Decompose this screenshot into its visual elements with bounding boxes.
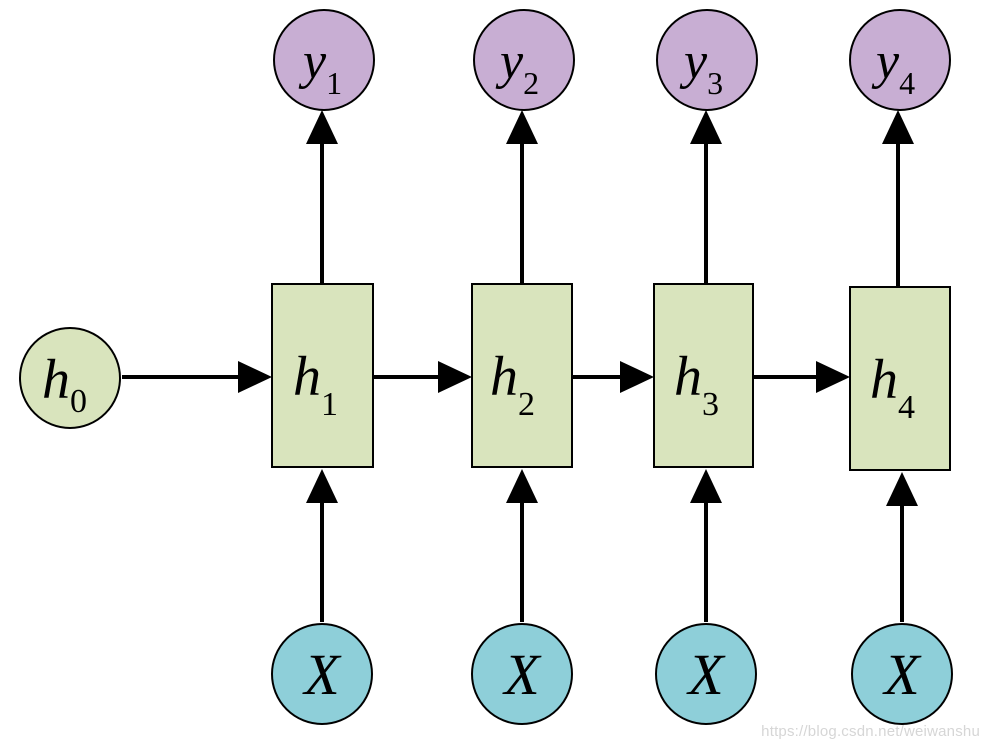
hidden-subscript-1: 1 [321, 386, 338, 423]
initial-state-circle [19, 327, 121, 429]
arrowhead-x3-h3 [690, 469, 722, 503]
initial-state-symbol: h [42, 349, 70, 411]
hidden-subscript-2: 2 [518, 386, 535, 423]
output-label-3: y3 [679, 33, 723, 101]
hidden-label-3: h3 [674, 346, 719, 423]
arrowhead-h4-y4 [882, 110, 914, 144]
output-subscript-4: 4 [899, 65, 915, 101]
initial-state-subscript: 0 [70, 383, 87, 420]
outputs: y1 y2 y3 y4 [273, 9, 951, 111]
output-circle-3 [656, 9, 758, 111]
hidden-states: h1 h2 h3 h4 [271, 283, 951, 471]
initial-state-label: h0 [42, 349, 87, 420]
watermark-url: https://blog.csdn.net/weiwanshu [761, 723, 980, 740]
input-node-4: X [851, 623, 953, 725]
hidden-box-2 [471, 283, 573, 468]
input-label-1: X [302, 642, 342, 707]
arrowhead-h3-y3 [690, 110, 722, 144]
input-circle-2 [471, 623, 573, 725]
output-symbol-4: y [871, 33, 900, 90]
hidden-label-4: h4 [870, 349, 915, 426]
output-node-3: y3 [656, 9, 758, 111]
hidden-node-3: h3 [653, 283, 754, 468]
output-symbol-2: y [495, 33, 524, 90]
output-node-4: y4 [849, 9, 951, 111]
hidden-subscript-3: 3 [702, 386, 719, 423]
hidden-label-1: h1 [293, 346, 338, 423]
arrowhead-h0-h1 [238, 361, 272, 393]
input-label-3: X [686, 642, 726, 707]
inputs: X X X X [271, 623, 953, 725]
hidden-box-1 [271, 283, 374, 468]
arrowhead-x1-h1 [306, 469, 338, 503]
arrowhead-h2-h3 [620, 361, 654, 393]
output-circle-2 [473, 9, 575, 111]
output-subscript-3: 3 [707, 65, 723, 101]
hidden-node-4: h4 [849, 286, 951, 471]
arrowhead-h3-h4 [816, 361, 850, 393]
input-circle-3 [655, 623, 757, 725]
output-label-2: y2 [495, 33, 539, 101]
arrowhead-x2-h2 [506, 469, 538, 503]
output-subscript-1: 1 [326, 65, 342, 101]
hidden-symbol-4: h [870, 349, 898, 411]
output-circle-4 [849, 9, 951, 111]
input-circle-4 [851, 623, 953, 725]
arrowhead-h1-h2 [438, 361, 472, 393]
arrowhead-h2-y2 [506, 110, 538, 144]
hidden-node-1: h1 [271, 283, 374, 468]
hidden-subscript-4: 4 [898, 389, 915, 426]
input-node-3: X [655, 623, 757, 725]
output-label-1: y1 [298, 33, 342, 101]
hidden-symbol-1: h [293, 346, 321, 408]
initial-state-node: h0 [19, 327, 121, 429]
output-node-1: y1 [273, 9, 375, 111]
hidden-symbol-2: h [490, 346, 518, 408]
input-circle-1 [271, 623, 373, 725]
output-circle-1 [273, 9, 375, 111]
input-label-2: X [502, 642, 542, 707]
output-symbol-3: y [679, 33, 708, 90]
output-symbol-1: y [298, 33, 327, 90]
output-node-2: y2 [473, 9, 575, 111]
hidden-node-2: h2 [471, 283, 573, 468]
output-label-4: y4 [871, 33, 915, 101]
hidden-label-2: h2 [490, 346, 535, 423]
hidden-box-4 [849, 286, 951, 471]
edges [122, 110, 918, 622]
input-node-1: X [271, 623, 373, 725]
hidden-symbol-3: h [674, 346, 702, 408]
arrowhead-h1-y1 [306, 110, 338, 144]
arrowhead-x4-h4 [886, 472, 918, 506]
input-label-4: X [882, 642, 922, 707]
output-subscript-2: 2 [523, 65, 539, 101]
hidden-box-3 [653, 283, 754, 468]
input-node-2: X [471, 623, 573, 725]
